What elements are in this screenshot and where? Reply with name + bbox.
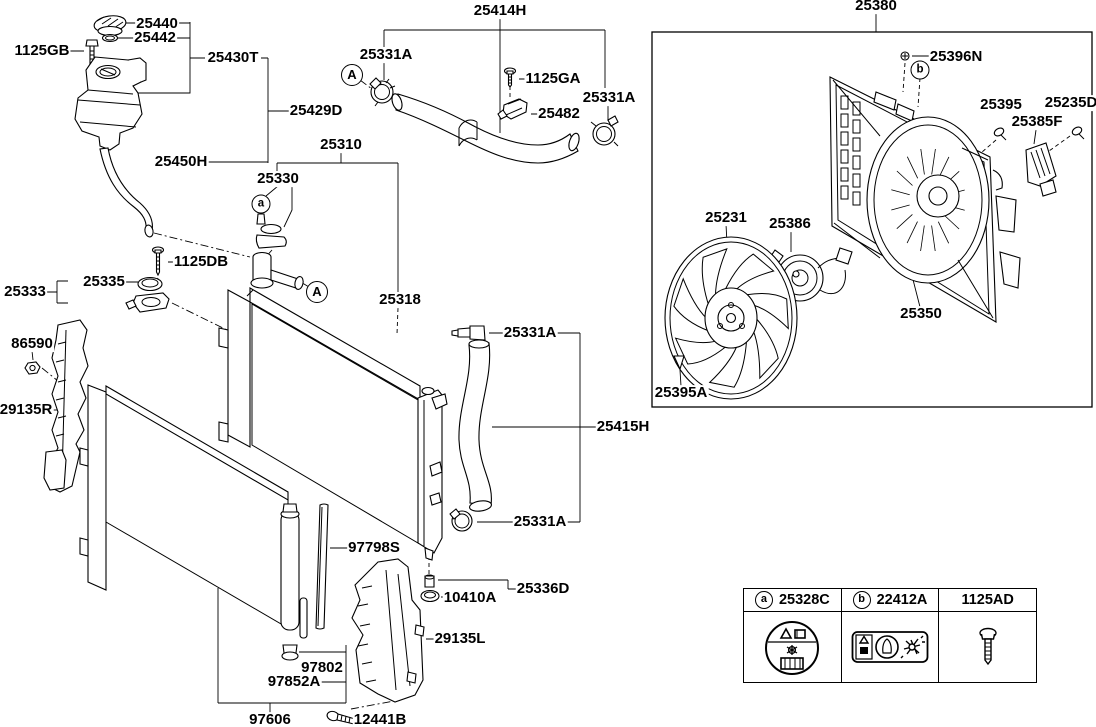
legend-table: a 25328C b 22412A [743, 588, 1037, 683]
part-label-25429D: 25429D [288, 102, 344, 120]
air-guard-lower-drawing [326, 558, 425, 725]
fan-shroud-drawing [829, 76, 1021, 323]
legend-code-22412A: 22412A [876, 592, 928, 608]
condenser-drawing [79, 384, 308, 661]
part-label-25442: 25442 [133, 29, 177, 47]
part-label-25330: 25330 [256, 170, 300, 188]
bolt-1125GA [503, 67, 517, 88]
part-label-25318: 25318 [378, 291, 422, 309]
part-label-25231: 25231 [704, 209, 748, 227]
part-label-1125GA: 1125GA [524, 70, 582, 88]
screw-25395 [993, 127, 1007, 141]
bolt-12441B [326, 710, 356, 725]
part-label-25331A-4: 25331A [512, 513, 568, 531]
part-label-25350: 25350 [899, 305, 943, 323]
screw-25396N [900, 51, 910, 61]
legend-col-25328C: a 25328C [744, 589, 842, 682]
hose-clamp-lower [449, 508, 473, 532]
clip-25395A [673, 355, 685, 371]
part-label-25482: 25482 [537, 105, 581, 123]
part-label-25333: 25333 [3, 283, 47, 301]
part-label-25310: 25310 [319, 136, 363, 154]
shroud-stator-spokes [891, 148, 965, 252]
callout-A-radiator: A [306, 281, 328, 303]
part-label-25331A-2: 25331A [581, 89, 637, 107]
hose-clamp-left [369, 77, 396, 107]
part-label-97606: 97606 [248, 711, 292, 727]
part-label-25335: 25335 [82, 273, 126, 291]
caution-rect-label-icon [851, 631, 929, 663]
radiator-drawing [24, 213, 492, 603]
legend-col-1125AD: 1125AD [939, 589, 1037, 682]
clamp-25482 [497, 98, 528, 120]
part-label-97802: 97802 [300, 659, 344, 677]
part-label-97852A: 97852A [266, 673, 322, 691]
fan-assembly-box [651, 31, 1093, 408]
reservoir-tank-drawing [74, 15, 154, 238]
part-label-25415H: 25415H [595, 418, 651, 436]
part-label-29135R: 29135R [0, 401, 54, 419]
part-label-10410A: 10410A [442, 589, 498, 607]
callout-A-upper-hose: A [341, 64, 363, 86]
legend-col-22412A: b 22412A [841, 589, 940, 682]
part-label-25336D: 25336D [515, 580, 571, 598]
part-label-25385F: 25385F [1010, 113, 1064, 131]
legend-callout-a: a [754, 591, 773, 609]
part-label-25414H: 25414H [472, 2, 528, 20]
part-label-25430T: 25430T [206, 49, 260, 67]
part-label-97798S: 97798S [347, 539, 401, 557]
part-label-25395: 25395 [979, 96, 1023, 114]
part-label-25396N: 25396N [928, 48, 984, 66]
part-label-29135L: 29135L [433, 630, 487, 648]
part-label-1125DB: 1125DB [172, 253, 230, 271]
part-label-25331A-1: 25331A [358, 46, 414, 64]
resistor-25385F [1025, 142, 1057, 197]
screw-25235D [1071, 126, 1085, 140]
overflow-valve-25331A [451, 325, 486, 341]
part-label-25450H: 25450H [153, 153, 209, 171]
part-label-25380: 25380 [854, 0, 898, 15]
caution-round-label-icon [765, 621, 820, 675]
part-label-25386: 25386 [768, 215, 812, 233]
hose-clamp-right [590, 115, 619, 147]
part-label-25235D: 25235D [1043, 95, 1096, 111]
upper-hose-drawing [369, 67, 619, 164]
part-label-25331A-3: 25331A [502, 324, 558, 342]
air-guard-left-drawing [43, 319, 89, 493]
part-label-86590: 86590 [10, 335, 54, 353]
part-label-12441B: 12441B [352, 711, 408, 727]
legend-code-25328C: 25328C [778, 592, 830, 608]
legend-callout-b: b [852, 591, 871, 609]
callout-b-label: b [910, 60, 930, 80]
callout-a-cap: a [251, 194, 271, 214]
fan-blade-drawing [664, 236, 798, 400]
part-label-25395A: 25395A [653, 384, 709, 402]
part-label-1125GB: 1125GB [13, 42, 71, 60]
air-seal-strip-drawing [315, 503, 329, 630]
bolt-icon [978, 627, 997, 666]
part-label-25440: 25440 [135, 15, 179, 33]
legend-code-1125AD: 1125AD [961, 592, 1014, 608]
